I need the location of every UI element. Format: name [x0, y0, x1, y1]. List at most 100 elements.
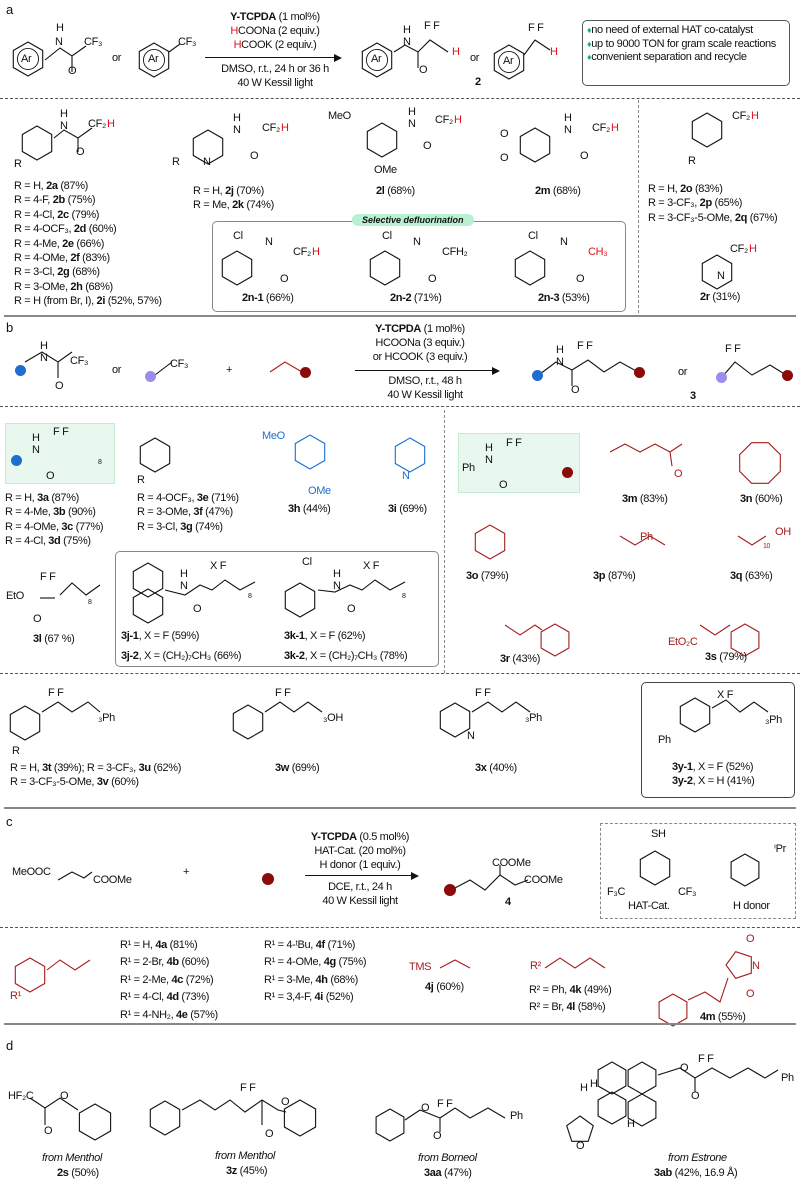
yield-text: (71%)	[411, 292, 442, 304]
compound-id: 3g	[180, 520, 193, 533]
yield-text: (55%)	[715, 1011, 746, 1023]
alkene-substituent-dot	[300, 367, 311, 378]
atom-label: F₃C	[607, 886, 626, 898]
compound-entry: 3h (44%)	[288, 502, 331, 516]
yield-text: (31%)	[709, 291, 741, 303]
atom-label: F F	[475, 687, 491, 699]
compound-entry: R = 4-OCF₃, 3e (71%)	[137, 491, 239, 505]
compound-3w: 3w (69%)	[275, 761, 320, 775]
compound-id: 3aa	[424, 1167, 442, 1179]
substituent-text: R¹ = 2-Br,	[120, 956, 167, 969]
benzene-ring-icon	[691, 112, 723, 148]
compound-entry: 3n (60%)	[740, 492, 783, 506]
atom-label: CF₃	[70, 355, 89, 367]
compound-id: 3t	[42, 762, 52, 774]
substituent-text: R = 3-OMe,	[14, 280, 71, 293]
compound-entry: 2r (31%)	[700, 290, 740, 304]
compound-entry: R¹ = 4-OMe, 4g (75%)	[264, 954, 366, 971]
yield-text: (58%)	[574, 1001, 606, 1014]
compound-entry: 3j-2, X = (CH₂)₇CH₃ (66%)	[121, 646, 242, 666]
atom-label: Cl	[382, 230, 392, 242]
atom-label-red-h: H	[107, 118, 115, 130]
compound-id: 4j	[425, 981, 434, 993]
compound-id: 2c	[57, 208, 69, 221]
compound-id: 2h	[70, 280, 83, 293]
compound-entry: 2m (68%)	[535, 184, 581, 198]
compound-entry: R² = Br, 4l (58%)	[529, 999, 611, 1016]
compound-3q: 3q (63%)	[730, 569, 773, 583]
feature-item: no need of external HAT co-catalyst	[587, 24, 785, 38]
compound-entry: 2l (68%)	[376, 184, 415, 198]
compound-entry: R¹ = 3,4-F, 4i (52%)	[264, 989, 366, 1006]
atom-label: F F	[528, 22, 544, 34]
compound-id: 3w	[275, 762, 289, 774]
divider	[638, 100, 639, 313]
repeat-count: 8	[98, 459, 102, 466]
substituent-text: R = 3-CF₃-5-OMe,	[648, 211, 735, 224]
benzene-ring-icon	[679, 697, 711, 733]
atom-label: O	[500, 152, 509, 164]
compound-id: 3a	[37, 492, 49, 504]
atom-label: OMe	[374, 164, 397, 176]
reaction-c-conditions: DCE, r.t., 24 h 40 W Kessil light	[290, 880, 430, 908]
bond-line	[454, 874, 529, 891]
atom-label: O	[68, 65, 77, 77]
highlight-box	[458, 433, 580, 493]
atom-label: MeOOC	[12, 866, 51, 878]
bond-line	[539, 359, 639, 375]
compound-3x: 3x (40%)	[475, 761, 517, 775]
bond-line	[53, 127, 93, 139]
atom-label: Ph	[781, 1072, 794, 1084]
reaction-a-reagents: Y-TCPDA (1 mol%) HCOONa (2 equiv.) HCOOK…	[205, 10, 345, 52]
yield-text: (62%)	[150, 762, 182, 774]
benzene-ring-icon	[284, 582, 316, 618]
bond-line	[57, 871, 93, 881]
steroid-ring-icon	[627, 1093, 657, 1127]
reaction-arrow	[205, 53, 342, 62]
yield-text: (66%)	[73, 237, 105, 250]
compound-entry: 3i (69%)	[388, 502, 427, 516]
compound-id: 2g	[57, 266, 70, 279]
compound-id: 3o	[466, 570, 479, 582]
atom-label: ₃OH	[323, 712, 343, 724]
yield-text: (45%)	[236, 1165, 268, 1177]
compound-entry: R = 4-Me, 3b (90%)	[5, 505, 103, 519]
benzene-ring-icon	[21, 125, 53, 161]
compound-entry: R = 4-OCF₃, 2d (60%)	[14, 222, 162, 236]
atom-label: H	[233, 112, 241, 124]
atom-label: F F	[577, 340, 593, 352]
compound-entry: 3k-1, X = F (62%)	[284, 626, 407, 646]
substituent-text: R = H,	[648, 183, 681, 195]
light-source: 40 W Kessil light	[237, 77, 313, 89]
compound-id: 2k	[232, 199, 244, 212]
compound-entry: 2n-2 (71%)	[390, 291, 442, 305]
atom-label: N	[556, 356, 564, 368]
hydrogen-highlight: H	[233, 39, 242, 51]
atom-label: O	[746, 988, 755, 1000]
steroid-ring-icon	[597, 1061, 627, 1095]
atom-label: O	[44, 1125, 53, 1137]
compound-entry: R = 4-OMe, 3c (77%)	[5, 520, 104, 534]
benzene-ring-icon	[221, 250, 253, 286]
atom-label: CF₂	[88, 118, 106, 130]
aryl-ring-icon	[361, 42, 393, 78]
compound-entry: R¹ = H, 4a (81%)	[120, 937, 218, 954]
compound-id: 3f	[193, 506, 203, 519]
atom-label: CF₂	[732, 110, 750, 122]
yield-text: (49%)	[581, 984, 612, 996]
compound-4j: 4j (60%)	[425, 980, 464, 994]
atom-label: O	[680, 1062, 689, 1074]
compound-entry: R = Me, 2k (74%)	[193, 198, 274, 212]
compound-3aa: 3aa (47%)	[424, 1166, 472, 1180]
compound-2n-2: 2n-2 (71%)	[390, 291, 442, 305]
compound-entry: R = 4-OMe, 2f (83%)	[14, 251, 162, 265]
atom-label: O	[500, 128, 509, 140]
compound-id: 2n-2	[390, 292, 412, 304]
yield-text: (83%)	[79, 252, 110, 265]
source-label: from Menthol	[42, 1152, 102, 1164]
reaction-a-conditions: DMSO, r.t., 24 h or 36 h 40 W Kessil lig…	[200, 62, 350, 90]
substituent-text: R = H,	[14, 180, 47, 192]
atom-label: N	[408, 118, 416, 130]
atom-label: COOMe	[93, 874, 132, 886]
compound-entry: 3aa (47%)	[424, 1166, 472, 1180]
